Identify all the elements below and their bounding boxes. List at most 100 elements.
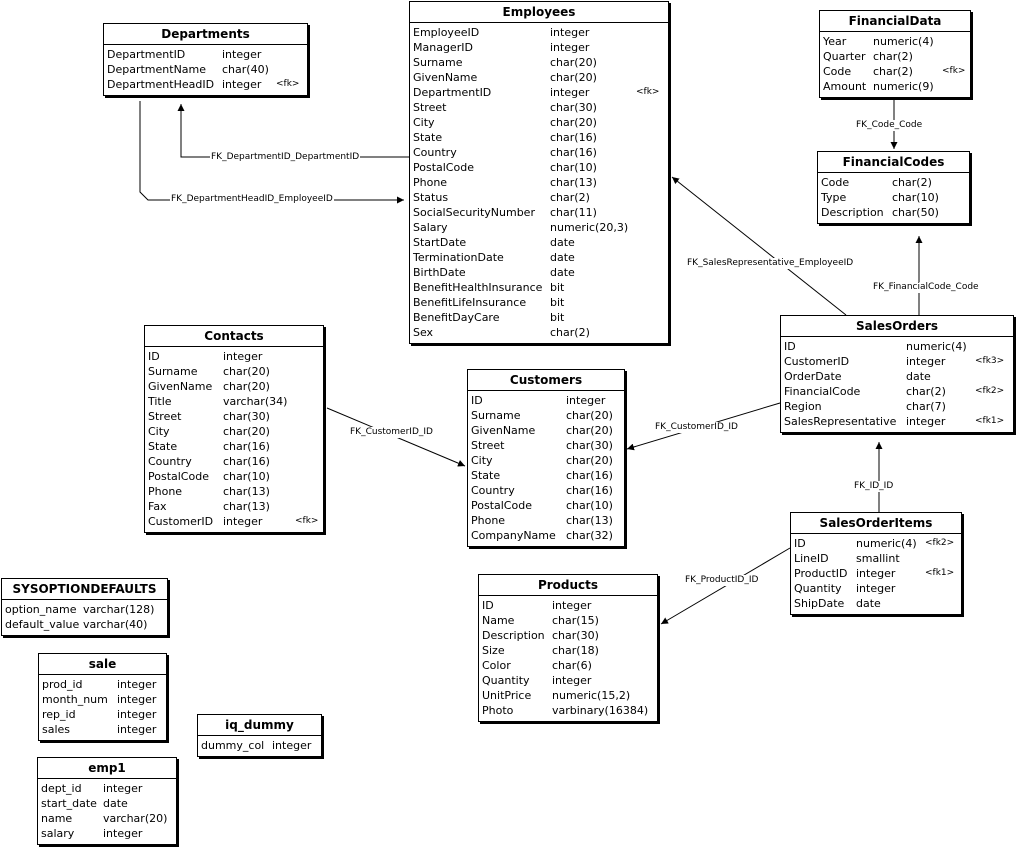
relationship-line-fk-department-id-department-id[interactable] — [177, 104, 409, 158]
relationship-line-fk-sales-representative-employee-id[interactable] — [671, 176, 847, 316]
relationship-line-fk-department-head-id-employee-id[interactable] — [139, 101, 404, 204]
relationship-line-fk-product-id-id[interactable] — [660, 547, 791, 625]
